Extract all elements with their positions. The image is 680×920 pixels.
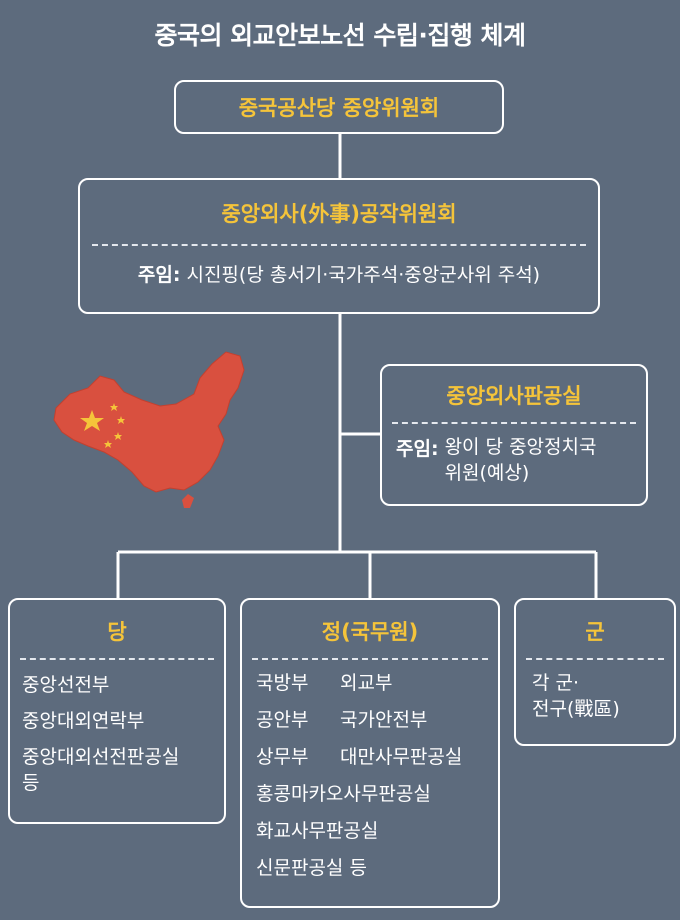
party-item: 등	[22, 772, 40, 794]
state-council-box: 정(국무원) 국방부 외교부 공안부 국가안전부 상무부 대만사무판공실 홍콩마…	[240, 598, 500, 908]
party-box: 당 중앙선전부 중앙대외연락부 중앙대외선전판공실 등	[8, 598, 226, 824]
state-name: 정(국무원)	[321, 620, 419, 644]
foreign-affairs-commission-box: 중앙외사(外事)공작위원회 주임: 시진핑(당 총서기·국가주석·중앙군사위 주…	[78, 178, 600, 314]
state-item: 신문판공실 등	[256, 857, 367, 879]
commission-name: 중앙외사(外事)공작위원회	[221, 202, 457, 226]
office-chair-label: 주임:	[396, 438, 439, 460]
state-item: 상무부	[256, 746, 309, 768]
party-item: 중앙대외선전판공실	[22, 746, 180, 768]
military-name: 군	[585, 620, 605, 644]
foreign-affairs-office-box: 중앙외사판공실 주임: 왕이 당 중앙정치국 위원(예상)	[380, 364, 648, 506]
party-divider	[20, 658, 214, 660]
central-committee-box: 중국공산당 중앙위원회	[174, 80, 504, 134]
office-divider	[392, 422, 636, 424]
commission-chair-text: 시진핑(당 총서기·국가주석·중앙군사위 주석)	[186, 264, 541, 286]
military-divider	[526, 658, 664, 660]
party-item: 중앙선전부	[22, 674, 110, 696]
state-item: 공안부	[256, 709, 309, 731]
central-committee-label: 중국공산당 중앙위원회	[238, 96, 440, 120]
party-name: 당	[107, 620, 127, 644]
office-chair-line1: 왕이 당 중앙정치국	[444, 436, 597, 458]
office-chair-line2: 위원(예상)	[444, 462, 530, 484]
state-item: 홍콩마카오사무판공실	[256, 783, 431, 805]
state-divider	[252, 658, 488, 660]
military-item: 각 군·	[532, 672, 580, 694]
china-flag-stars-icon	[80, 403, 125, 448]
diagram-title: 중국의 외교안보노선 수립·집행 체계	[154, 21, 526, 50]
military-item: 전구(戰區)	[532, 698, 620, 720]
state-item: 국방부	[256, 672, 309, 694]
state-item: 화교사무판공실	[256, 820, 379, 842]
state-item: 국가안전부	[340, 709, 428, 731]
commission-divider	[92, 244, 586, 246]
commission-chair-label: 주임:	[137, 264, 181, 286]
state-item: 대만사무판공실	[340, 746, 463, 768]
state-item: 외교부	[340, 672, 393, 694]
china-map-icon	[53, 351, 245, 508]
military-box: 군 각 군· 전구(戰區)	[514, 598, 676, 746]
party-item: 중앙대외연락부	[22, 710, 145, 732]
office-name: 중앙외사판공실	[446, 384, 582, 408]
